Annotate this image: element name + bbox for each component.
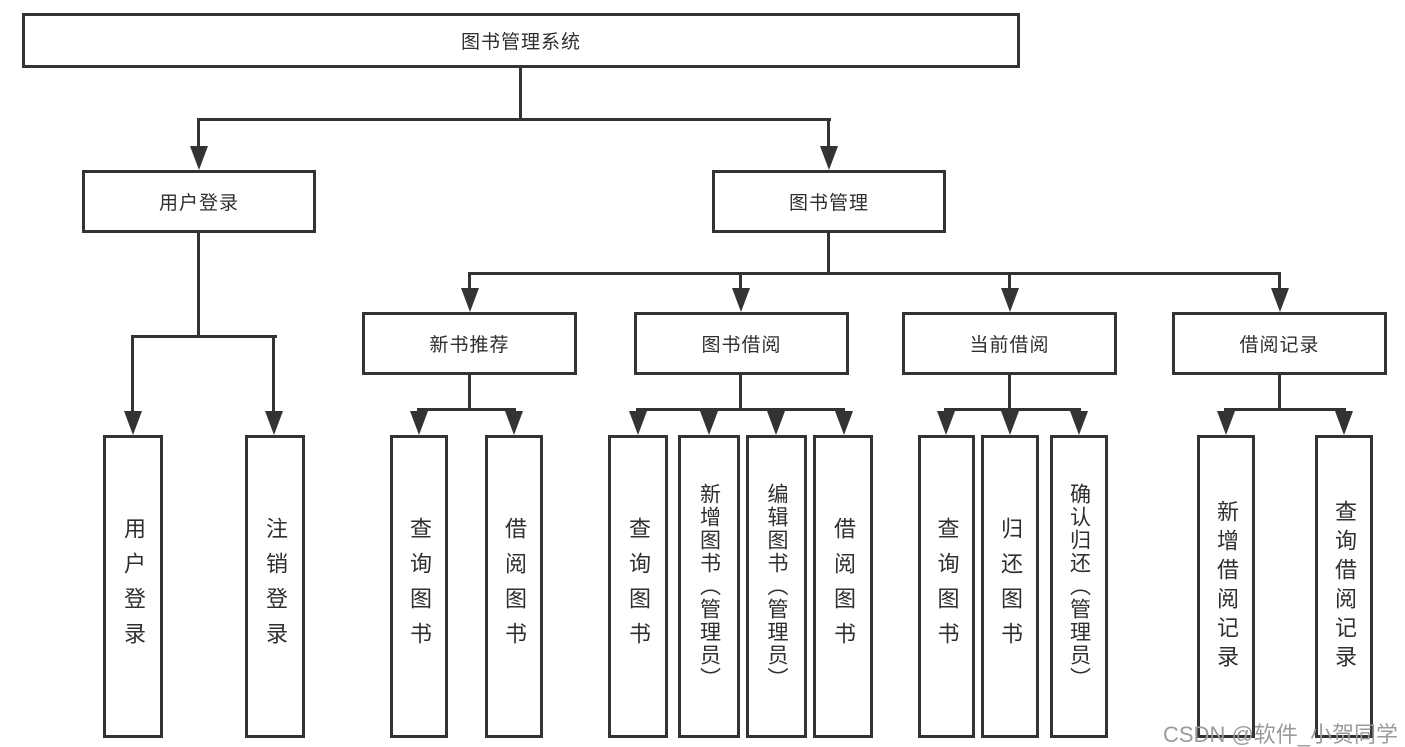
connector-line (468, 272, 471, 292)
connector-line (636, 408, 845, 411)
leaf-add-books-admin: 新增图书（管理员） (678, 435, 740, 738)
leaf-add-books-admin-label: 新增图书（管理员） (697, 483, 721, 690)
leaf-confirm-return-admin: 确认归还（管理员） (1050, 435, 1108, 738)
arrowhead-icon (835, 411, 853, 435)
leaf-query-books-borrow-label: 查询图书 (626, 516, 651, 657)
arrowhead-icon (505, 411, 523, 435)
leaf-query-borrow-record-label: 查询借阅记录 (1332, 499, 1357, 674)
leaf-logout: 注销登录 (245, 435, 305, 738)
arrowhead-icon (124, 411, 142, 435)
node-book-borrow-label: 图书借阅 (701, 335, 782, 356)
connector-line (827, 118, 830, 152)
connector-line (1278, 272, 1281, 292)
arrowhead-icon (732, 288, 750, 312)
connector-line (272, 335, 275, 415)
connector-line (944, 408, 1081, 411)
leaf-query-borrow-record: 查询借阅记录 (1315, 435, 1373, 738)
leaf-query-books-recommend-label: 查询图书 (407, 516, 432, 657)
node-root: 图书管理系统 (22, 13, 1020, 68)
leaf-query-books-current: 查询图书 (918, 435, 975, 738)
arrowhead-icon (1001, 411, 1019, 435)
connector-line (131, 335, 277, 338)
arrowhead-icon (629, 411, 647, 435)
connector-line (1008, 375, 1011, 411)
arrowhead-icon (1217, 411, 1235, 435)
node-new-book-recommend: 新书推荐 (362, 312, 577, 375)
leaf-edit-books-admin: 编辑图书（管理员） (746, 435, 807, 738)
node-book-management-label: 图书管理 (788, 193, 869, 214)
node-root-label: 图书管理系统 (460, 32, 581, 53)
connector-line (468, 375, 471, 411)
connector-line (739, 272, 742, 292)
arrowhead-icon (410, 411, 428, 435)
leaf-add-borrow-record-label: 新增借阅记录 (1214, 499, 1239, 674)
leaf-user-login: 用户登录 (103, 435, 163, 738)
leaf-query-books-borrow: 查询图书 (608, 435, 668, 738)
arrowhead-icon (820, 146, 838, 170)
leaf-return-books-label: 归还图书 (998, 516, 1023, 657)
arrowhead-icon (1070, 411, 1088, 435)
leaf-borrow-books-recommend-label: 借阅图书 (502, 516, 527, 657)
connector-line (519, 68, 522, 120)
node-book-management: 图书管理 (712, 170, 946, 233)
connector-line (1008, 272, 1011, 292)
arrowhead-icon (461, 288, 479, 312)
leaf-return-books: 归还图书 (981, 435, 1039, 738)
arrowhead-icon (265, 411, 283, 435)
leaf-borrow-books: 借阅图书 (813, 435, 873, 738)
arrowhead-icon (1271, 288, 1289, 312)
connector-line (739, 375, 742, 411)
arrowhead-icon (700, 411, 718, 435)
arrowhead-icon (1001, 288, 1019, 312)
node-book-borrow: 图书借阅 (634, 312, 849, 375)
leaf-borrow-books-label: 借阅图书 (831, 516, 856, 657)
leaf-logout-label: 注销登录 (263, 516, 288, 657)
csdn-watermark: CSDN @软件_小贺同学 (1163, 722, 1399, 747)
node-current-borrow-label: 当前借阅 (969, 335, 1050, 356)
connector-line (197, 118, 831, 121)
leaf-edit-books-admin-label: 编辑图书（管理员） (765, 483, 788, 690)
connector-line (1278, 375, 1281, 411)
node-user-login: 用户登录 (82, 170, 316, 233)
node-borrow-record-label: 借阅记录 (1239, 335, 1320, 356)
connector-line (131, 335, 134, 415)
leaf-borrow-books-recommend: 借阅图书 (485, 435, 543, 738)
connector-line (1224, 408, 1346, 411)
leaf-add-borrow-record: 新增借阅记录 (1197, 435, 1255, 738)
leaf-confirm-return-admin-label: 确认归还（管理员） (1067, 483, 1091, 690)
arrowhead-icon (190, 146, 208, 170)
arrowhead-icon (937, 411, 955, 435)
connector-line (197, 118, 200, 152)
leaf-user-login-label: 用户登录 (121, 516, 146, 657)
leaf-query-books-recommend: 查询图书 (390, 435, 448, 738)
connector-line (197, 233, 200, 338)
node-current-borrow: 当前借阅 (902, 312, 1117, 375)
arrowhead-icon (767, 411, 785, 435)
node-user-login-label: 用户登录 (158, 193, 239, 214)
connector-line (827, 233, 830, 275)
arrowhead-icon (1335, 411, 1353, 435)
leaf-query-books-current-label: 查询图书 (934, 516, 960, 657)
node-borrow-record: 借阅记录 (1172, 312, 1387, 375)
connector-line (468, 272, 1281, 275)
node-new-book-recommend-label: 新书推荐 (429, 335, 510, 356)
connector-line (417, 408, 516, 411)
